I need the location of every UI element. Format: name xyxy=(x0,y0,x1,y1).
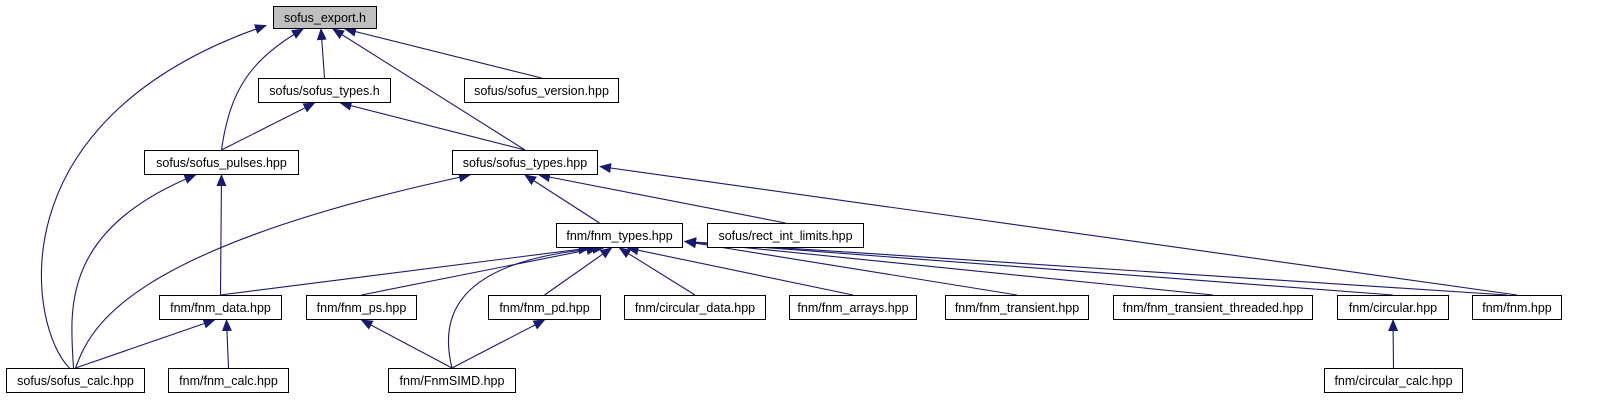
edge-simd-to-fnm-pd xyxy=(451,319,546,369)
edge-sofus-calc-to-types-hpp xyxy=(74,172,471,369)
edge-version-to-export xyxy=(344,26,542,79)
edge-fnm-pd-to-fnm-types xyxy=(544,247,613,296)
node-version[interactable]: sofus/sofus_version.hpp xyxy=(464,78,619,103)
node-rect-int-limits[interactable]: sofus/rect_int_limits.hpp xyxy=(707,223,864,248)
node-sofus-calc[interactable]: sofus/sofus_calc.hpp xyxy=(6,368,145,393)
edge-fnm-data-to-pulses xyxy=(216,174,227,296)
edge-fnm-calc-to-fnm-data xyxy=(221,319,232,369)
edge-fnm-to-types-hpp xyxy=(599,163,1518,296)
edge-circular-to-fnm-types xyxy=(684,237,1394,296)
node-circular[interactable]: fnm/circular.hpp xyxy=(1337,295,1449,320)
node-circular-data[interactable]: fnm/circular_data.hpp xyxy=(624,295,766,320)
edge-sofus-calc-to-export xyxy=(40,24,267,369)
edge-types-h-to-export xyxy=(316,28,327,79)
node-circular-calc[interactable]: fnm/circular_calc.hpp xyxy=(1324,368,1463,393)
edge-fnm-ps-to-fnm-types xyxy=(361,245,599,296)
node-fnm-data[interactable]: fnm/fnm_data.hpp xyxy=(159,295,282,320)
node-fnm[interactable]: fnm/fnm.hpp xyxy=(1472,295,1562,320)
edge-sofus-calc-to-pulses xyxy=(71,174,197,369)
node-fnm-transient-threaded[interactable]: fnm/fnm_transient_threaded.hpp xyxy=(1113,295,1313,320)
edge-pulses-to-export xyxy=(220,28,304,151)
edge-sofus-calc-to-fnm-data xyxy=(75,318,216,369)
edge-circ-data-to-fnm-types xyxy=(618,247,696,296)
edge-types-hpp-to-types-h xyxy=(339,100,526,151)
node-fnm-pd[interactable]: fnm/fnm_pd.hpp xyxy=(488,295,601,320)
node-fnm-calc[interactable]: fnm/fnm_calc.hpp xyxy=(168,368,289,393)
node-fnm-ps[interactable]: fnm/fnm_ps.hpp xyxy=(306,295,417,320)
edge-circ-calc-to-circular xyxy=(1388,319,1399,369)
edge-fnm-types-to-types-hpp xyxy=(524,174,600,224)
node-export: sofus_export.h xyxy=(273,6,377,29)
edge-fnm-trans-to-fnm-types xyxy=(684,238,1018,296)
node-fnm-simd[interactable]: fnm/FnmSIMD.hpp xyxy=(388,368,516,393)
edge-fnm-trans-thr-to-fnm-types xyxy=(684,237,1214,296)
edge-fnm-arrays-to-fnm-types xyxy=(626,245,854,296)
node-fnm-transient[interactable]: fnm/fnm_transient.hpp xyxy=(945,295,1089,320)
node-types-h[interactable]: sofus/sofus_types.h xyxy=(258,78,391,103)
node-fnm-types[interactable]: fnm/fnm_types.hpp xyxy=(556,223,683,248)
node-pulses[interactable]: sofus/sofus_pulses.hpp xyxy=(144,150,299,175)
edge-fnm-data-to-fnm-types xyxy=(220,244,591,296)
edge-types-hpp-to-export xyxy=(332,28,526,151)
edge-simd-to-fnm-types xyxy=(447,243,605,369)
edge-simd-to-fnm-ps xyxy=(360,319,453,369)
edge-fnm-to-fnm-types xyxy=(684,237,1508,296)
node-fnm-arrays[interactable]: fnm/fnm_arrays.hpp xyxy=(789,295,917,320)
edge-rect-to-types-hpp xyxy=(538,172,786,224)
edge-pulses-to-types-h xyxy=(221,102,316,151)
node-types-hpp[interactable]: sofus/sofus_types.hpp xyxy=(452,150,598,175)
